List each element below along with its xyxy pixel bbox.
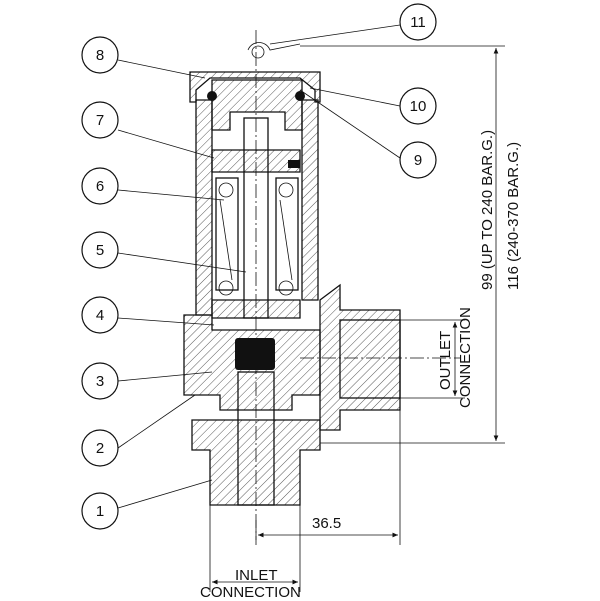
inlet-nozzle bbox=[191, 419, 321, 506]
valve-disc bbox=[235, 338, 275, 370]
callout-2: 2 bbox=[81, 429, 119, 467]
outlet-label-line1: OUTLET bbox=[437, 331, 454, 390]
spring-plate bbox=[211, 149, 301, 173]
spring-seat bbox=[211, 299, 301, 319]
callout-1: 1 bbox=[81, 492, 119, 530]
body-right-wall bbox=[301, 99, 319, 301]
svg-text:5: 5 bbox=[96, 242, 104, 259]
svg-text:1: 1 bbox=[96, 503, 104, 520]
svg-text:11: 11 bbox=[410, 14, 426, 31]
svg-text:2: 2 bbox=[96, 440, 104, 457]
svg-text:8: 8 bbox=[96, 47, 104, 64]
callout-3: 3 bbox=[81, 362, 119, 400]
callout-11: 11 bbox=[399, 3, 437, 41]
seal-wire bbox=[247, 42, 301, 51]
outlet-label-line2: CONNECTION bbox=[457, 307, 474, 408]
height-dimension-primary: 99 (UP TO 240 BAR.G.) bbox=[479, 130, 496, 290]
horizontal-dimension: 36.5 bbox=[312, 515, 341, 532]
body-left-wall bbox=[195, 99, 213, 316]
gasket-right bbox=[295, 91, 305, 101]
svg-text:4: 4 bbox=[96, 307, 104, 324]
outlet-boss bbox=[319, 283, 401, 431]
gasket-left bbox=[207, 91, 217, 101]
svg-text:10: 10 bbox=[410, 98, 427, 115]
callout-7: 7 bbox=[81, 101, 119, 139]
svg-text:9: 9 bbox=[414, 152, 422, 169]
callout-9: 9 bbox=[399, 141, 437, 179]
dimensions bbox=[209, 45, 505, 592]
inlet-label-line2: CONNECTION bbox=[200, 584, 301, 601]
valve-body bbox=[183, 30, 460, 540]
adjusting-screw bbox=[211, 79, 303, 131]
spring bbox=[215, 177, 299, 296]
height-dimension-secondary: 116 (240-370 BAR.G.) bbox=[505, 142, 522, 290]
inlet-label-line1: INLET bbox=[235, 567, 278, 584]
callout-5: 5 bbox=[81, 231, 119, 269]
svg-text:3: 3 bbox=[96, 373, 104, 390]
cap bbox=[189, 71, 321, 103]
callout-8: 8 bbox=[81, 36, 119, 74]
callout-10: 10 bbox=[399, 87, 437, 125]
svg-text:7: 7 bbox=[96, 112, 104, 129]
svg-text:6: 6 bbox=[96, 178, 104, 195]
callout-6: 6 bbox=[81, 167, 119, 205]
callout-4: 4 bbox=[81, 296, 119, 334]
leader-lines bbox=[117, 24, 401, 509]
